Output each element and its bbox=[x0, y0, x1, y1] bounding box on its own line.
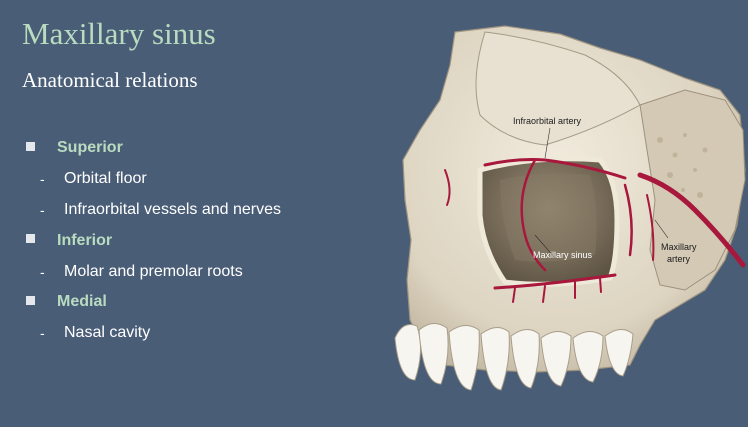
zygomatic-texture bbox=[657, 133, 708, 198]
dash-bullet-icon: - bbox=[40, 263, 45, 280]
relation-item-text: Nasal cavity bbox=[64, 324, 151, 342]
arteries bbox=[444, 158, 746, 303]
teeth-row bbox=[394, 323, 634, 391]
square-bullet-icon bbox=[26, 234, 35, 244]
relation-item: - Orbital floor bbox=[26, 164, 356, 195]
relation-heading-medial: Medial bbox=[26, 287, 356, 318]
dash-bullet-icon: - bbox=[40, 201, 45, 218]
posterior-maxilla-shape bbox=[639, 89, 746, 291]
relation-heading-label: Superior bbox=[57, 139, 123, 157]
square-bullet-icon bbox=[26, 295, 35, 305]
label-leaders bbox=[534, 127, 669, 259]
infraorbital-artery-label: Infraorbital artery bbox=[513, 116, 582, 126]
maxillary-artery-label-line1: Maxillary bbox=[661, 242, 697, 252]
relation-item: - Infraorbital vessels and nerves bbox=[26, 195, 356, 226]
relation-item: - Molar and premolar roots bbox=[26, 256, 356, 287]
relations-list: Superior - Orbital floor - Infraorbital … bbox=[26, 133, 356, 349]
relation-item-text: Infraorbital vessels and nerves bbox=[64, 200, 281, 218]
orbital-rim-shape bbox=[475, 31, 641, 146]
dash-bullet-icon: - bbox=[40, 325, 45, 342]
relation-item-text: Molar and premolar roots bbox=[64, 262, 243, 280]
slide-subtitle: Anatomical relations bbox=[22, 68, 198, 92]
dash-bullet-icon: - bbox=[40, 171, 45, 188]
relation-heading-label: Inferior bbox=[57, 231, 113, 249]
slide-title: Maxillary sinus bbox=[22, 16, 216, 51]
maxillary-artery-label-line2: artery bbox=[667, 254, 691, 264]
relation-item-text: Orbital floor bbox=[64, 170, 147, 188]
square-bullet-icon bbox=[26, 141, 35, 151]
relation-heading-superior: Superior bbox=[26, 133, 356, 164]
maxilla-illustration: Infraorbital artery Maxillary sinus Maxi… bbox=[394, 25, 746, 391]
relation-item: - Nasal cavity bbox=[26, 318, 356, 349]
relation-heading-inferior: Inferior bbox=[26, 225, 356, 256]
sinus-inner-wall bbox=[500, 173, 597, 262]
relation-heading-label: Medial bbox=[57, 293, 107, 311]
maxillary-sinus-label: Maxillary sinus bbox=[533, 250, 593, 260]
